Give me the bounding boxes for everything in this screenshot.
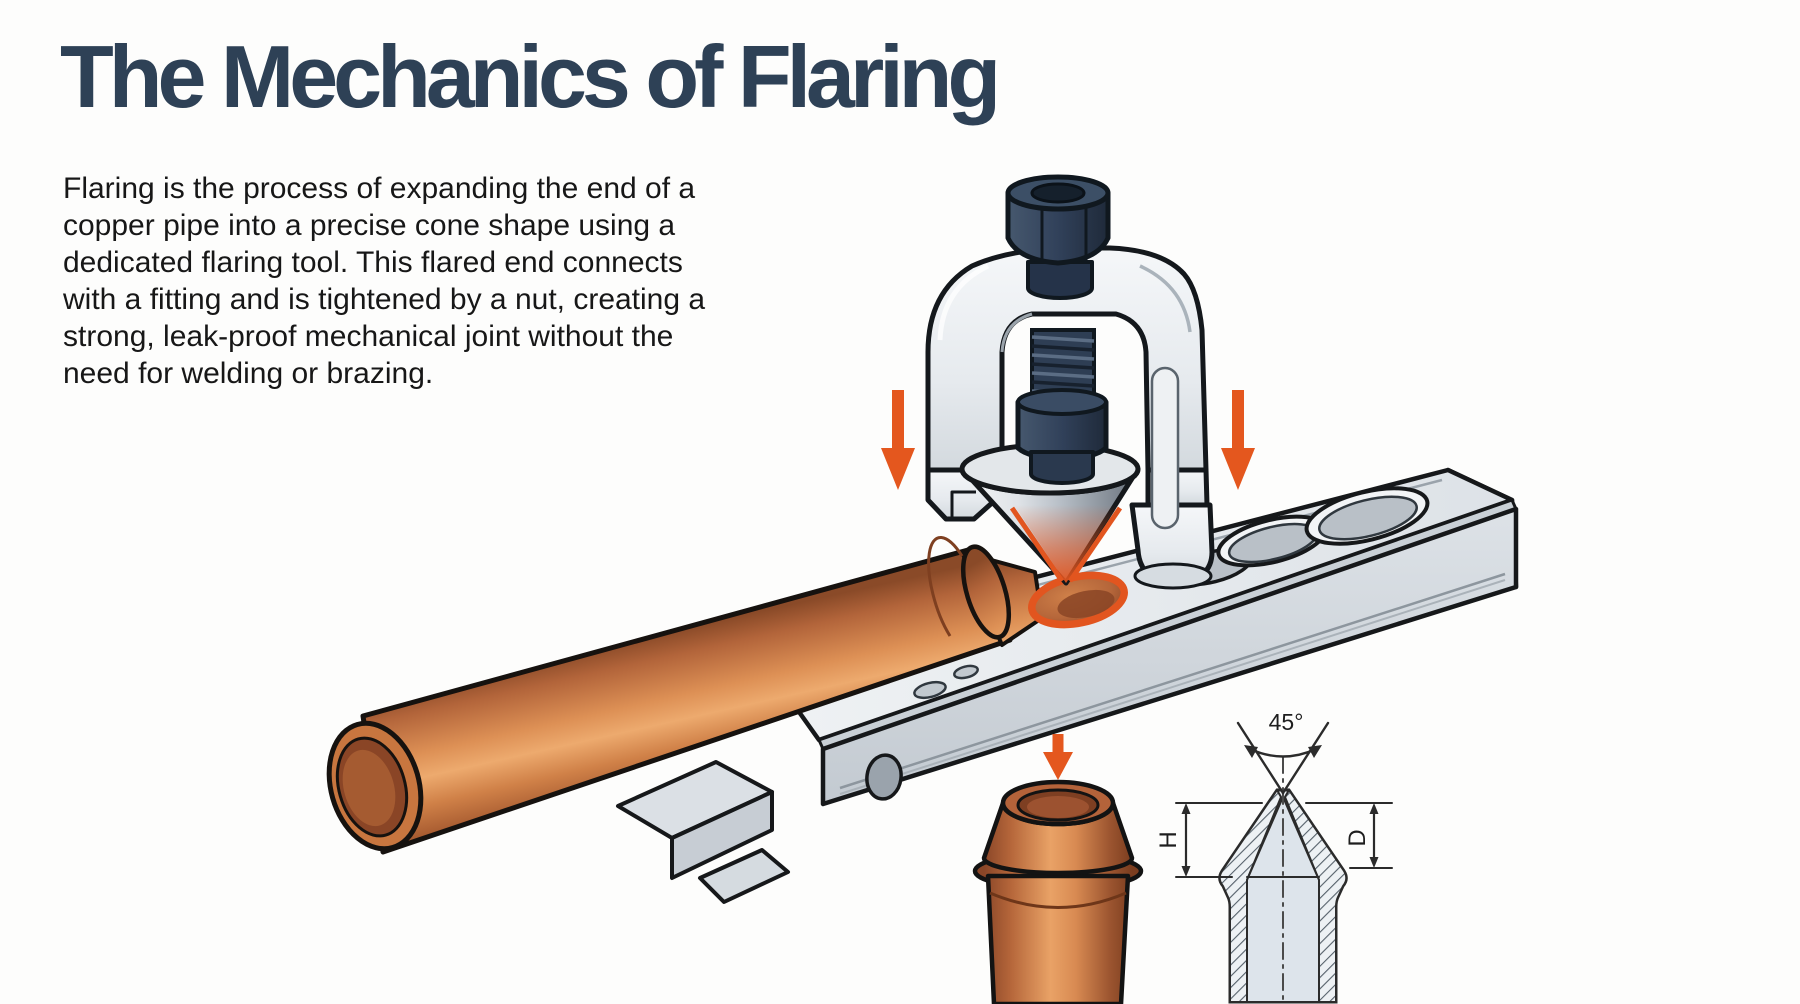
drawing-bore: [1246, 794, 1320, 1003]
yoke-window-shade: [1000, 312, 1033, 353]
flared-pipe-tube: [985, 873, 1131, 1004]
yoke-highlight: [937, 263, 990, 341]
down-arrow-icon-bottom: [1043, 734, 1073, 780]
nut-bore: [1030, 182, 1086, 204]
flare-angle-label: 45°: [1269, 709, 1304, 735]
pipe-end-bore-inner: [342, 749, 396, 827]
flare-hole-shadow: [1057, 589, 1115, 619]
flared-pipe-end: [972, 779, 1144, 1004]
yoke-left-foot-step: [950, 490, 976, 519]
pipe-bead-edge-line: [927, 535, 964, 637]
dim-d-arrow-down: [1369, 857, 1379, 868]
intro-paragraph: Flaring is the process of expanding the …: [63, 172, 706, 390]
drawing-wall-left: [1218, 788, 1283, 1003]
force-arrows: [881, 390, 1255, 780]
nut-body: [1005, 190, 1111, 266]
dim-h-arrow-up: [1181, 803, 1191, 814]
flare-bar: [616, 467, 1519, 904]
bar-front-groove-1: [839, 572, 1506, 790]
cone-edge-glow-right: [1067, 506, 1123, 583]
page-title: The Mechanics of Flaring: [60, 27, 1001, 126]
angle-arc: [1248, 747, 1318, 758]
down-arrow-icon-left: [881, 390, 915, 490]
flare-hole-highlight: [1028, 571, 1128, 629]
yoke-shade-line: [1139, 264, 1192, 333]
yoke-right-foot-base: [1133, 562, 1213, 590]
cone-edge-glow-left: [1009, 506, 1065, 583]
flaring-yoke: [925, 245, 1215, 590]
bar-die-hole-4: [1304, 486, 1430, 546]
bar-front-groove-2: [839, 579, 1506, 795]
bar-front-hole: [865, 753, 903, 801]
bar-small-oval-1: [913, 680, 947, 700]
angle-arc-arrowhead-right: [1308, 745, 1322, 758]
dim-h-arrow-down: [1181, 866, 1191, 877]
angle-line-right: [1281, 721, 1330, 795]
down-arrow-icon-right: [1221, 390, 1255, 490]
bar-die-hole-3: [1216, 514, 1328, 568]
bar-left-clamp-step: [698, 848, 790, 904]
angle-line-left: [1236, 721, 1285, 795]
flare-bead-lower-line: [989, 891, 1127, 909]
dim-d-arrow-up: [1369, 803, 1379, 814]
drawing-wall-right: [1283, 788, 1348, 1003]
flare-diameter-label: D: [1344, 829, 1371, 846]
boss-step-ring: [1029, 450, 1095, 485]
bar-small-oval-2: [953, 664, 979, 680]
feed-screw-nut: [1005, 174, 1111, 300]
flare-height-label: H: [1155, 831, 1182, 848]
nut-washer: [1026, 260, 1094, 300]
flare-angle-drawing: 45° H D: [1155, 709, 1393, 1004]
flare-bore-inner: [1027, 796, 1089, 818]
yoke-right-leg-slot: [1150, 366, 1180, 530]
bar-left-clamp-front: [670, 790, 774, 880]
bar-front-face: [820, 506, 1519, 807]
screw-boss: [1015, 388, 1109, 485]
boss-top-face: [1016, 388, 1108, 416]
pipe-bead: [960, 544, 1012, 640]
angle-arc-arrowhead-left: [1244, 745, 1258, 758]
cone-tip-glow: [1014, 505, 1118, 583]
copper-pipe: [326, 535, 1044, 855]
